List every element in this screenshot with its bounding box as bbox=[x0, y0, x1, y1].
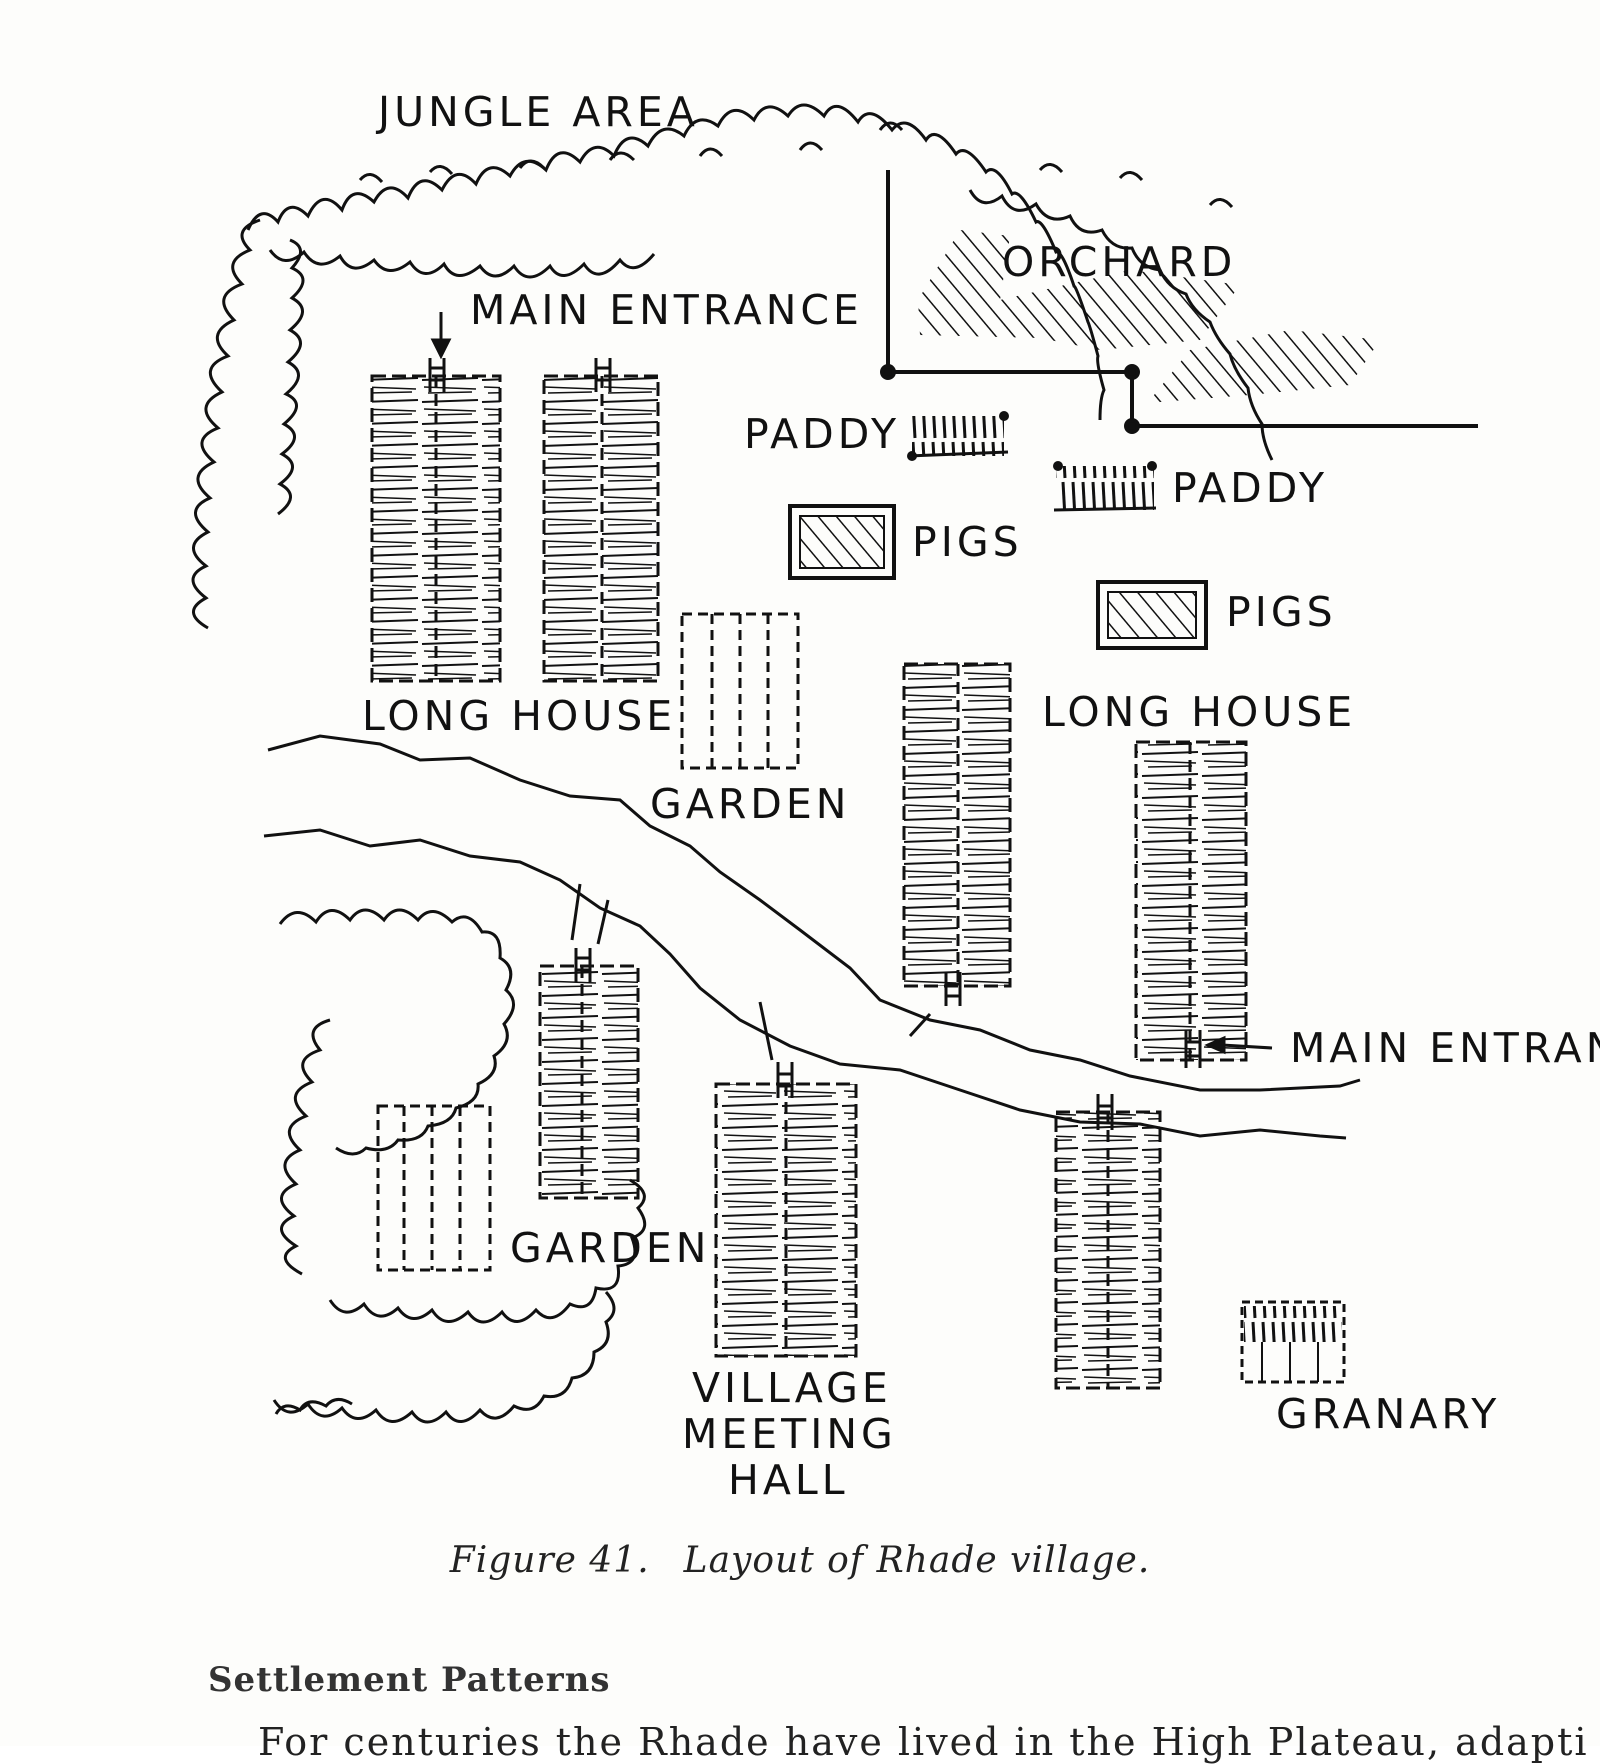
paddy-plot-1 bbox=[907, 411, 1009, 461]
pig-pen-2 bbox=[1096, 580, 1208, 650]
label-paddy-1: PADDY bbox=[744, 410, 900, 458]
label-long-house-left: LONG HOUSE bbox=[362, 692, 676, 740]
long-house-center bbox=[902, 662, 1012, 1006]
village-meeting-hall bbox=[714, 1062, 858, 1358]
label-long-house-right: LONG HOUSE bbox=[1042, 688, 1356, 736]
figure-caption-text: Layout of Rhade village. bbox=[683, 1540, 1151, 1581]
ladder-icon bbox=[594, 358, 612, 392]
long-house-bottom-left bbox=[538, 948, 640, 1200]
jungle-bottom-left bbox=[272, 908, 647, 1424]
label-pigs-2: PIGS bbox=[1226, 588, 1337, 636]
label-jungle-area: JUNGLE AREA bbox=[375, 88, 699, 136]
long-house-top-left-1 bbox=[370, 358, 502, 683]
label-village-meeting-hall-2: MEETING bbox=[682, 1410, 897, 1458]
label-paddy-2: PADDY bbox=[1172, 464, 1328, 512]
label-garden-top: GARDEN bbox=[650, 780, 850, 828]
main-entrance-top-arrow-icon bbox=[430, 312, 452, 360]
ladder-icon bbox=[1184, 1030, 1202, 1068]
long-house-right bbox=[1134, 740, 1248, 1068]
ladder-icon bbox=[428, 358, 446, 392]
ladder-icon bbox=[574, 948, 592, 982]
orchard-fence bbox=[880, 170, 1478, 434]
label-village-meeting-hall-3: HALL bbox=[728, 1456, 849, 1500]
paddy-plot-2 bbox=[1053, 461, 1157, 512]
pig-pen-1 bbox=[788, 504, 896, 580]
label-main-entrance-top: MAIN ENTRANCE bbox=[470, 286, 863, 334]
main-entrance-right-arrow-icon bbox=[1204, 1035, 1273, 1055]
figure-caption: Figure 41. Layout of Rhade village. bbox=[0, 1540, 1600, 1581]
stream bbox=[263, 734, 1361, 1140]
label-garden-bottom: GARDEN bbox=[510, 1224, 710, 1272]
label-pigs-1: PIGS bbox=[912, 518, 1023, 566]
long-house-top-left-2 bbox=[542, 358, 660, 683]
granary-structure bbox=[1240, 1300, 1346, 1384]
section-heading: Settlement Patterns bbox=[208, 1660, 611, 1700]
garden-top-plot bbox=[680, 612, 800, 770]
ladder-icon bbox=[944, 972, 962, 1006]
orchard-hatching bbox=[918, 230, 1380, 402]
long-house-bottom-right bbox=[1054, 1094, 1162, 1390]
garden-bottom-plot bbox=[376, 1104, 492, 1272]
label-village-meeting-hall-1: VILLAGE bbox=[692, 1364, 892, 1412]
village-layout-diagram: JUNGLE AREA MAIN ENTRANCE ORCHARD PADDY … bbox=[191, 88, 1600, 1500]
ladder-icon bbox=[776, 1062, 794, 1098]
body-paragraph: For centuries the Rhade have lived in th… bbox=[258, 1720, 1589, 1764]
figure-number: Figure 41. bbox=[449, 1540, 650, 1581]
label-orchard: ORCHARD bbox=[1002, 238, 1236, 286]
jungle-top bbox=[246, 103, 1274, 461]
label-granary: GRANARY bbox=[1276, 1390, 1500, 1438]
jungle-left bbox=[191, 218, 305, 630]
label-main-entrance-right: MAIN ENTRAN bbox=[1290, 1024, 1600, 1072]
